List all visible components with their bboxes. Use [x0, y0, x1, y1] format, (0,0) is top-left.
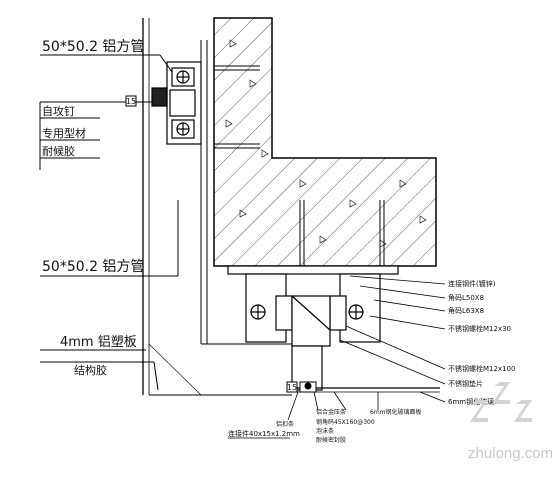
callout-0: 连接钢件(镀锌) — [448, 279, 496, 288]
label-top-aluminum-tube: 50*50.2 铝方管 — [42, 39, 144, 55]
callout-3: 不锈钢螺栓M12x30 — [448, 324, 511, 333]
dim-15-top: 15 — [126, 97, 136, 106]
callout-foam-strip: 泡沫条 — [316, 427, 334, 435]
callout-2: 角码L63X8 — [448, 306, 484, 315]
callout-4: 不锈钢螺栓M12x100 — [448, 364, 515, 373]
label-aluminum-panel: 4mm 铝塑板 — [60, 335, 137, 350]
callout-steel-angle: 钢角码45X160@300 — [316, 418, 375, 426]
dim-box-top: 15 — [125, 95, 137, 107]
label-mid-aluminum-tube: 50*50.2 铝方管 — [42, 259, 144, 275]
left-leaders — [39, 54, 179, 391]
label-special-profile: 专用型材 — [42, 126, 86, 140]
right-leaders — [339, 275, 446, 403]
callout-1: 角码L50X8 — [448, 293, 484, 302]
concrete-structure — [213, 17, 437, 267]
watermark-logo — [470, 382, 532, 422]
callout-plate-note: 连接件40x15x1.2mm — [228, 429, 300, 438]
right-callout-list: 连接钢件(镀锌) 角码L50X8 角码L63X8 不锈钢螺栓M12x30 不锈钢… — [448, 279, 515, 406]
label-self-tapping-screw: 自攻钉 — [42, 104, 75, 118]
callout-6: 6mm钢化玻璃 — [448, 397, 494, 406]
callout-sealing-strip: 铝合金压条 — [316, 408, 346, 416]
bottom-bracket — [227, 265, 399, 391]
watermark-brand: zhulong.com — [468, 445, 553, 462]
callout-sealant: 耐候密封胶 — [316, 436, 346, 444]
dim-box-bottom: 15 — [286, 381, 298, 393]
bottom-leaders — [228, 391, 379, 439]
label-structural-glue: 结构胶 — [74, 363, 107, 377]
callout-5: 不锈钢垫片 — [448, 379, 483, 388]
dim-15-bottom: 15 — [287, 383, 297, 392]
callout-glass-note: 6mm钢化玻璃面板 — [370, 408, 422, 416]
glass-panel-line — [292, 381, 440, 393]
anchor-bolts — [214, 65, 385, 266]
callout-aluminum-bar: 铝扣条 — [276, 420, 294, 428]
top-bracket — [151, 61, 202, 145]
concrete-aggregate-marks — [225, 39, 427, 248]
label-weather-sealant: 耐候胶 — [42, 144, 75, 158]
bottom-callout-list: 铝扣条 铝合金压条 钢角码45X160@300 泡沫条 耐候密封胶 6mm钢化玻… — [228, 408, 422, 444]
